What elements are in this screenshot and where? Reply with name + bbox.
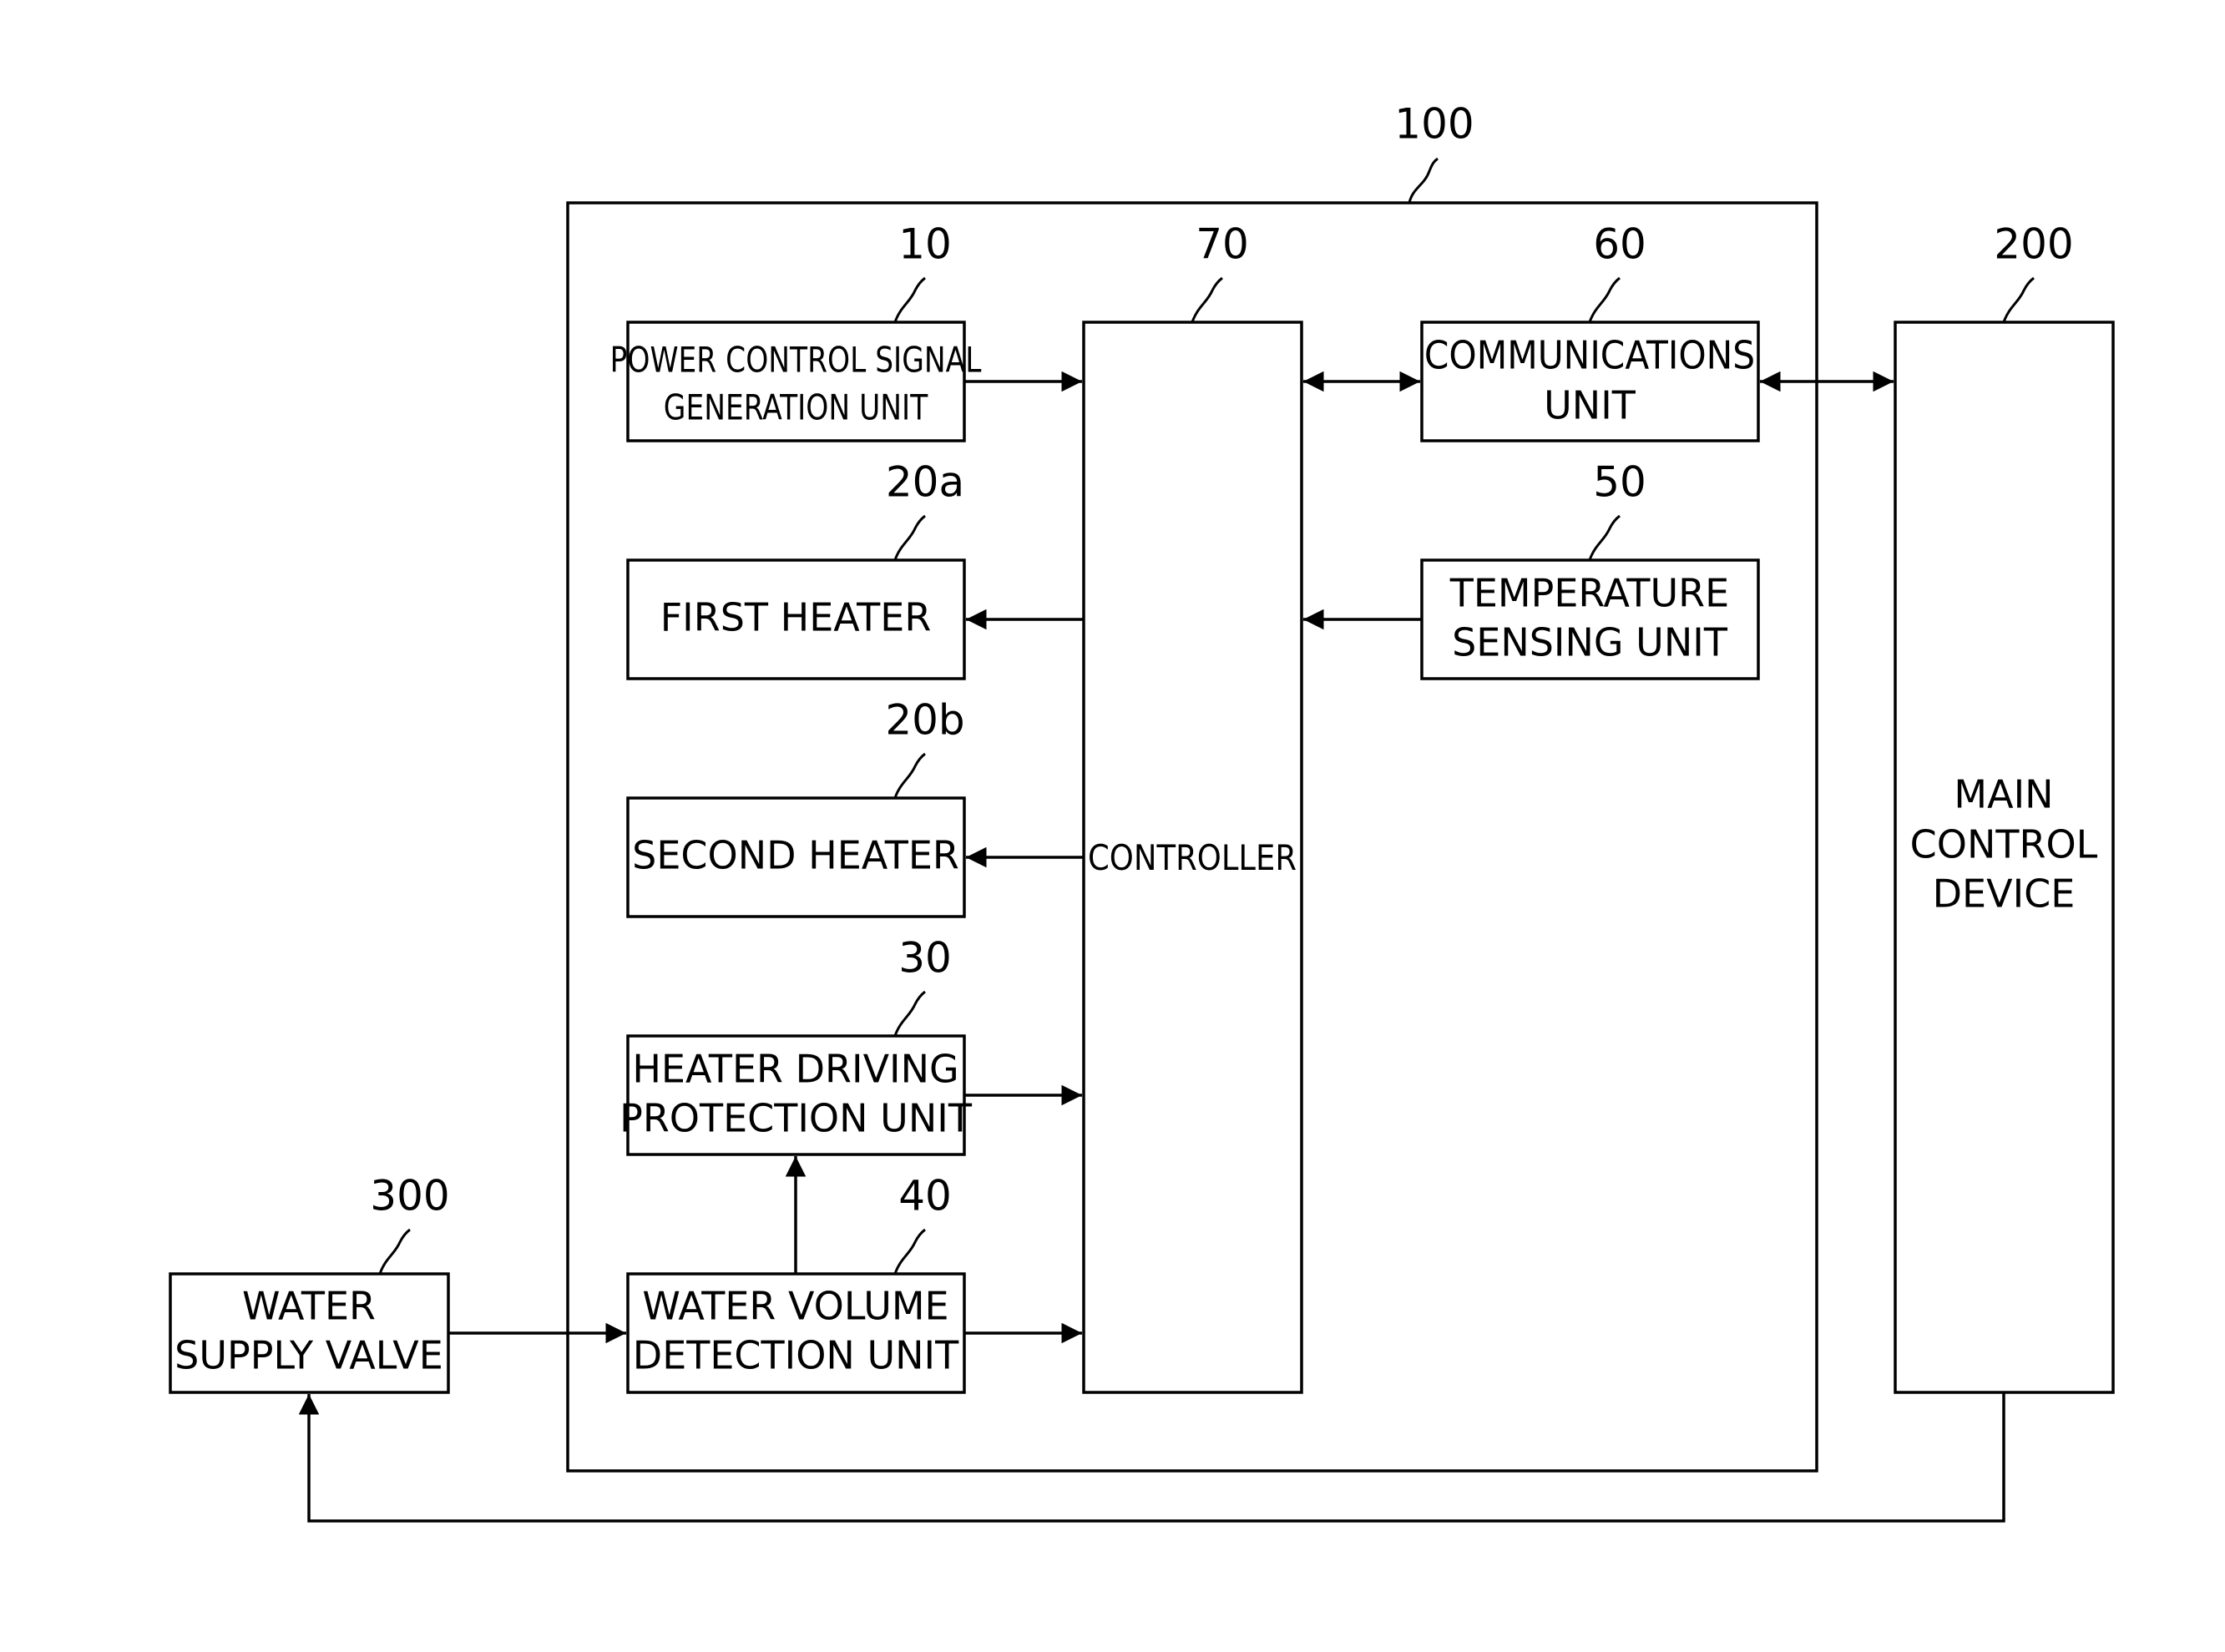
temperature-label: TEMPERATURE xyxy=(1449,571,1729,616)
second-heater-ref-label: 20b xyxy=(885,696,964,745)
power-signal-label: POWER CONTROL SIGNAL xyxy=(610,340,982,381)
water-valve-label: WATER xyxy=(242,1284,376,1329)
temperature-ref-label: 50 xyxy=(1593,458,1646,507)
device-ref-leader xyxy=(1409,159,1438,203)
main-control-label: MAIN xyxy=(1954,772,2053,817)
main-control-label-line2: CONTROL xyxy=(1910,822,2098,867)
communications-ref-label: 60 xyxy=(1593,220,1646,269)
water-volume-label-line2: DETECTION UNIT xyxy=(633,1333,959,1378)
water-valve-ref-leader xyxy=(380,1230,410,1274)
driving-protection-ref-label: 30 xyxy=(898,934,952,983)
temperature-label-line2: SENSING UNIT xyxy=(1452,620,1728,665)
first-heater-label: FIRST HEATER xyxy=(660,595,932,640)
water-volume-ref-label: 40 xyxy=(898,1172,952,1220)
communications-label: COMMUNICATIONS xyxy=(1424,334,1755,378)
second-heater-label: SECOND HEATER xyxy=(632,833,959,878)
driving-protection-label-line2: PROTECTION UNIT xyxy=(619,1096,973,1141)
driving-protection-label: HEATER DRIVING xyxy=(632,1047,958,1092)
water-valve-label-line2: SUPPLY VALVE xyxy=(174,1333,443,1378)
controller-ref-label: 70 xyxy=(1196,220,1249,269)
communications-label-line2: UNIT xyxy=(1544,383,1636,428)
main-control-label-line3: DEVICE xyxy=(1933,871,2076,917)
first-heater-ref-label: 20a xyxy=(886,458,964,507)
power-signal-ref-label: 10 xyxy=(898,220,952,269)
controller-label: CONTROLLER xyxy=(1088,838,1297,879)
main-control-ref-label: 200 xyxy=(1994,220,2073,269)
power-signal-label-line2: GENERATION UNIT xyxy=(664,387,928,428)
water-volume-label: WATER VOLUME xyxy=(642,1284,948,1329)
main-control-ref-leader xyxy=(2004,278,2034,322)
device-ref-label: 100 xyxy=(1394,100,1474,149)
water-valve-ref-label: 300 xyxy=(370,1172,449,1220)
